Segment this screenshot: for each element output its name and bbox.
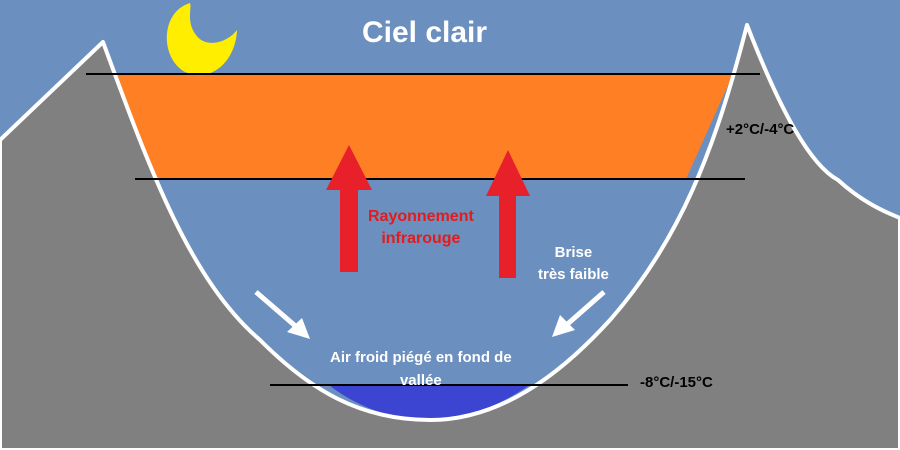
breeze-arrow: [254, 290, 310, 339]
valley-temperature-label: -8°C/-15°C: [640, 374, 713, 391]
infrared-arrow: [486, 150, 530, 278]
cold-air-pool: [330, 386, 528, 420]
breeze-label-line1: Brise: [554, 244, 593, 261]
inversion-temperature-label: +2°C/-4°C: [726, 121, 795, 138]
breeze-label-line2: très faible: [538, 266, 609, 283]
mountain-range: [0, 23, 900, 450]
infrared-label-line2: infrarouge: [381, 230, 461, 247]
warm-air-layer: [116, 74, 733, 179]
cold-air-label: Air froid piégé en fond de vallée: [330, 346, 512, 392]
moon-icon: [166, 3, 237, 76]
breeze-label: Brise très faible: [538, 242, 609, 286]
breeze-arrow: [552, 290, 606, 337]
infrared-label: Rayonnement infrarouge: [368, 206, 474, 250]
cold-air-label-line2: vallée: [399, 372, 442, 389]
cold-air-label-line1: Air froid piégé en fond de: [330, 349, 512, 366]
infrared-label-line1: Rayonnement: [368, 208, 474, 225]
infrared-arrow: [326, 145, 372, 272]
diagram-title: Ciel clair: [362, 16, 488, 49]
